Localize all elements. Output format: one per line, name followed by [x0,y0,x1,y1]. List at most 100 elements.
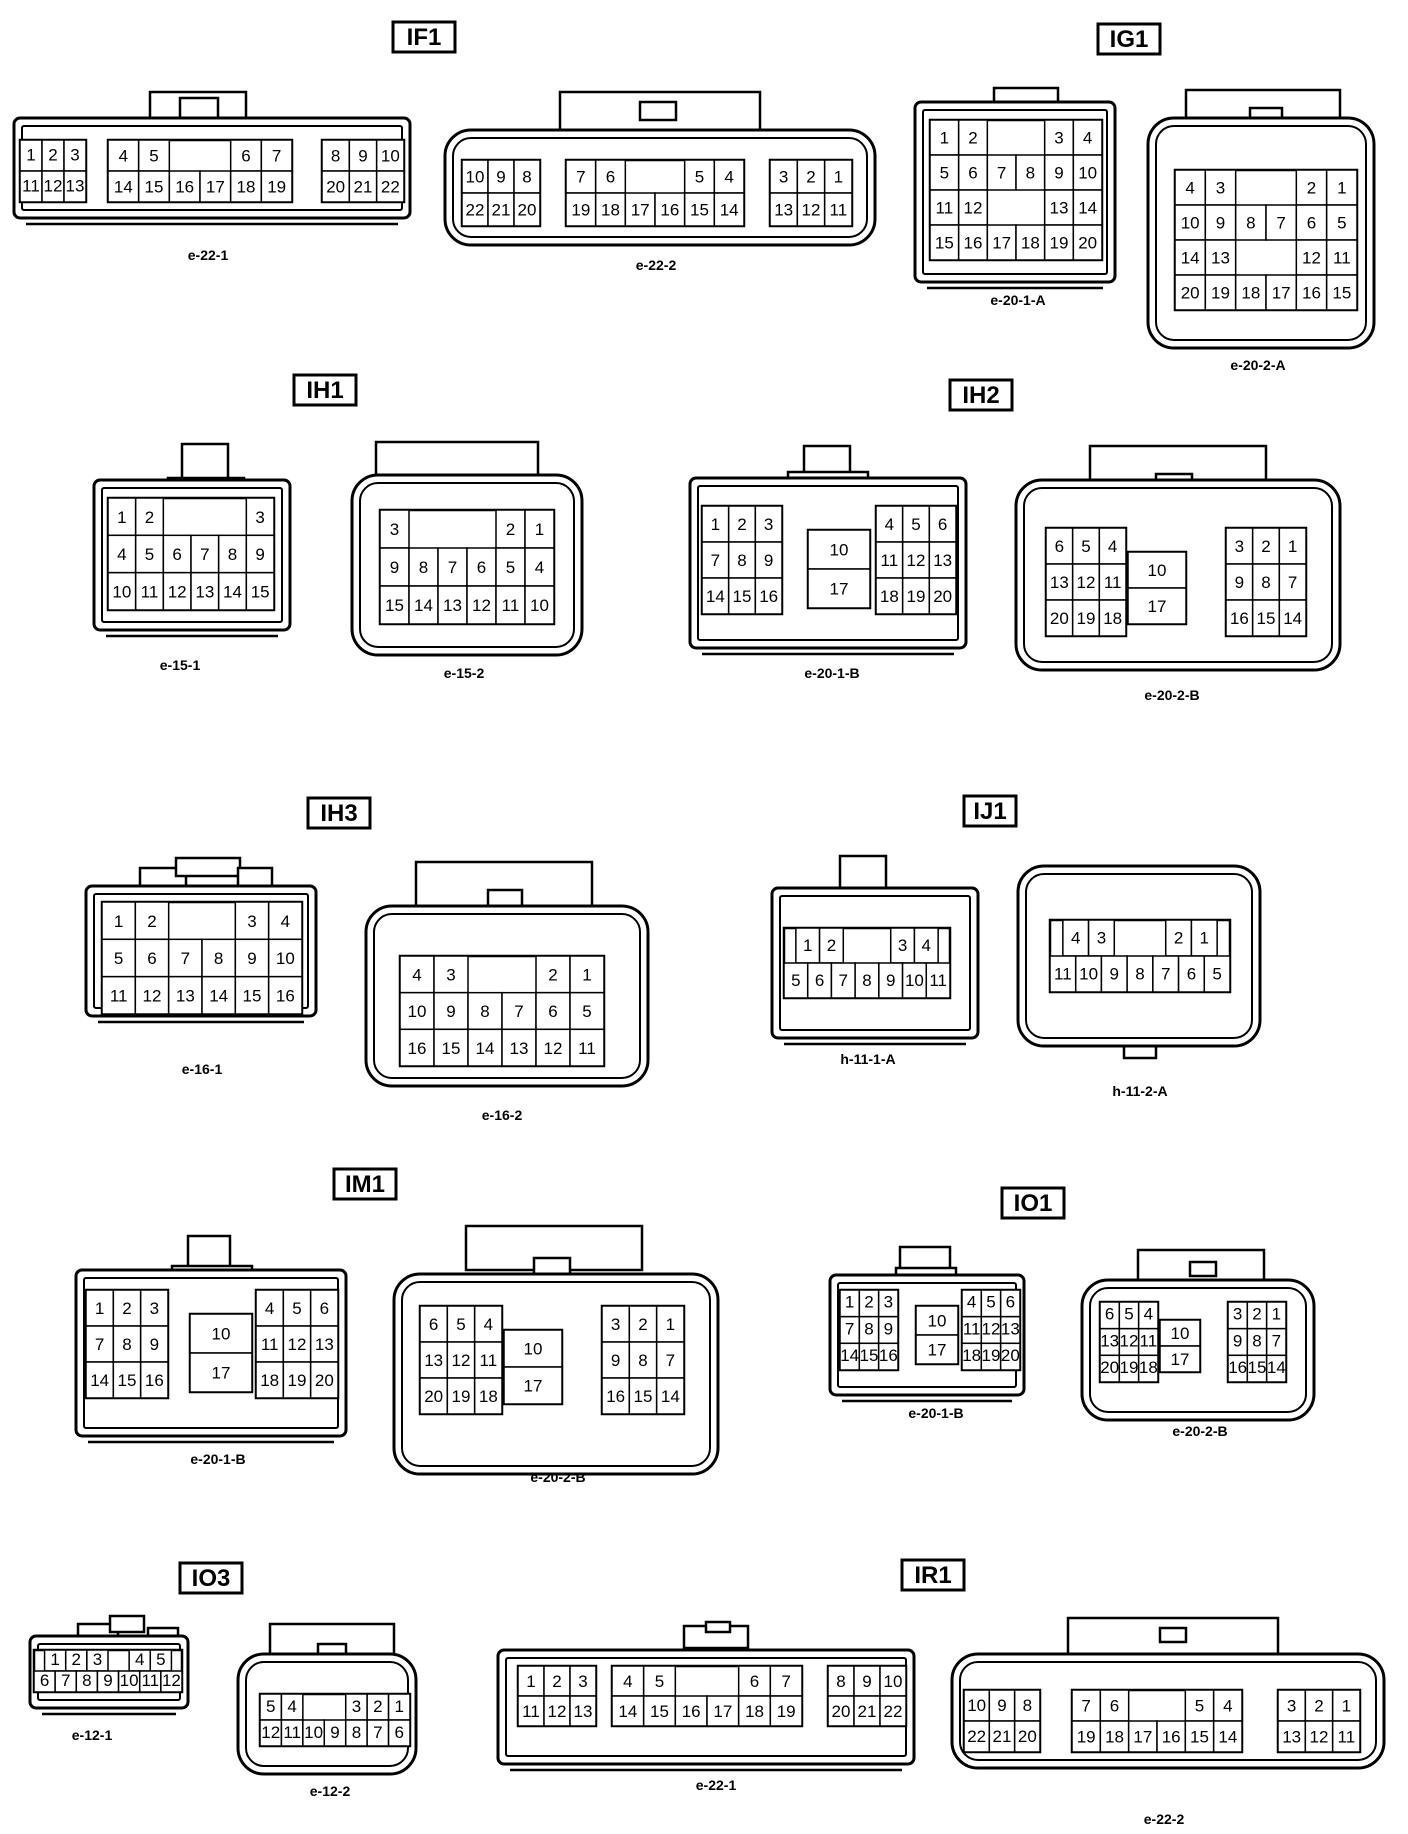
pin-number: 1 [845,1293,854,1312]
pin-number: 2 [1307,179,1316,198]
pin-cell [1015,154,1046,191]
pin-number: 8 [82,1671,91,1690]
pin-number: 19 [982,1346,1001,1365]
pin-number: 18 [1021,234,1040,253]
pin-cell [1212,1689,1243,1722]
pin-cell [267,938,303,978]
pin-cell [929,224,960,261]
pin-number: 19 [1050,234,1069,253]
pin-number: 11 [1140,1331,1158,1350]
pin-number: 9 [997,1696,1006,1715]
pin-number: 7 [95,1335,104,1354]
pin-number: 5 [456,1315,465,1334]
pin-cell [915,1334,959,1365]
pin-cell [513,192,541,227]
group-title-box [292,373,358,407]
pin-number: 17 [1133,1728,1152,1747]
pin-number: 18 [1139,1358,1158,1377]
pin-cell [112,1361,142,1399]
pin-cell [101,901,137,941]
pin-cell [467,1028,503,1067]
pin-number: 12 [907,551,926,570]
pin-number: 16 [1230,609,1249,628]
pin-number: 3 [93,1650,102,1669]
group-title-label: IH2 [962,382,999,409]
pin-cell [255,1289,285,1327]
pin-cell [255,1361,285,1399]
pin-number: 9 [886,971,895,990]
pin-cell [535,1028,571,1067]
pin-cell [1278,527,1307,565]
pin-number: 6 [1110,1697,1119,1716]
pin-cell [309,1289,339,1327]
pin-cell [683,192,716,227]
pin-cell [1278,599,1307,637]
pin-cell [260,139,293,172]
pin-number: 1 [1337,179,1346,198]
pin-cell [963,1689,991,1722]
pin-cell [1074,955,1103,993]
pin-cell [701,505,730,543]
pin-number: 2 [373,1697,382,1716]
pin-number: 1 [666,1315,675,1334]
pin-number: 12 [548,1702,567,1721]
pin-number: 19 [452,1387,471,1406]
pin-number: 14 [840,1346,859,1365]
pin-number: 2 [145,508,154,527]
pin-number: 16 [759,587,778,606]
pin-number: 3 [446,965,455,984]
pin-number: 7 [845,1319,854,1338]
pin-cell [107,497,137,537]
pin-number: 3 [779,168,788,187]
pin-number: 10 [830,541,849,560]
pin-cell [160,1670,183,1693]
pin-cell [957,154,989,191]
pin-number: 11 [502,596,520,615]
pin-cell [823,192,853,227]
pin-cell [387,1719,411,1747]
pin-cell [503,1329,563,1368]
pin-number: 8 [331,147,340,166]
pin-number: 4 [135,1650,144,1669]
pin-number: 10 [530,596,549,615]
pin-number: 19 [907,587,926,606]
group-title-box [1000,1186,1066,1220]
pin-number: 16 [1302,284,1321,303]
pin-number: 9 [247,949,256,968]
connector-inner-outline [922,109,1108,275]
pin-number: 6 [968,164,977,183]
pin-cell [624,192,656,227]
pin-cell [683,159,716,194]
pin-number: 12 [261,1723,280,1742]
pin-number: 9 [611,1351,620,1370]
pin-cell [189,1352,253,1393]
pin-number: 10 [884,1672,903,1691]
pin-number: 17 [928,1341,947,1360]
pin-number: 5 [582,1002,591,1021]
pin-cell [408,547,439,587]
pin-number: 7 [61,1671,70,1690]
connector-caption: e-22-2 [636,257,677,273]
pin-number: 5 [156,1650,165,1669]
pin-number: 15 [118,1371,137,1390]
pin-number: 5 [145,545,154,564]
pin-number: 10 [276,949,295,968]
pin-number: 14 [223,582,242,601]
pin-number: 10 [967,1696,986,1715]
pin-number: 19 [288,1371,307,1390]
group-title-ig1: IG1 [1096,22,1162,56]
pin-number: 1 [535,520,544,539]
pin-cell [267,975,303,1015]
